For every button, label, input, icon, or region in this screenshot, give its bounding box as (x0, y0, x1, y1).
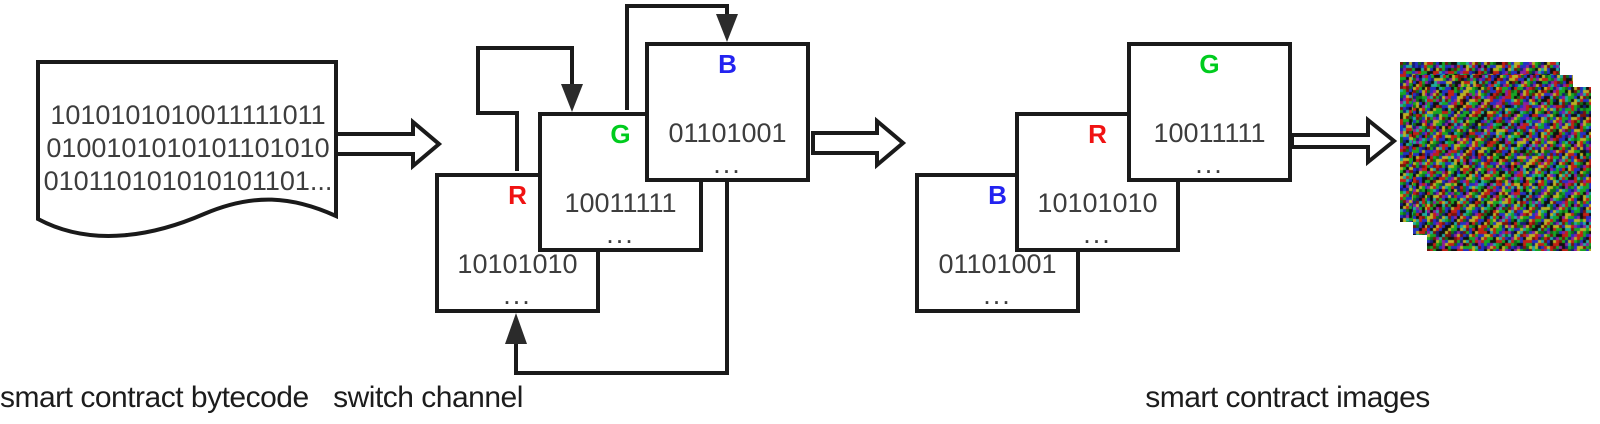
ellipsis: ... (606, 219, 635, 249)
bytecode-line: 0100101010101101010 (46, 133, 330, 163)
channel-binary-g: 10011111 (1153, 118, 1266, 148)
loop-line-b-to-r (514, 181, 729, 375)
bytecode-text-block: 1010101010011111011 0100101010101101010 … (40, 99, 336, 198)
channel-box-middle-b: B 01101001 ... (645, 42, 810, 182)
ellipsis: ... (1195, 149, 1224, 179)
channel-box-switched-g: G 10011111 ... (1127, 42, 1292, 182)
bytecode-line: 010110101010101101... (43, 166, 333, 196)
channel-binary-b: 01101001 (668, 118, 787, 148)
flow-arrow-bytecode-to-channels (334, 117, 443, 171)
bytecode-document-shape (36, 60, 338, 238)
ellipsis: ... (983, 280, 1012, 310)
loop-arrowhead-r-to-g (561, 84, 583, 112)
channel-label-b: B (988, 180, 1007, 210)
channel-label-g: G (1199, 49, 1220, 79)
loop-line-r-to-g (476, 46, 574, 171)
caption-smart-contract-bytecode: smart contract bytecode (0, 381, 309, 414)
channel-label-r: R (508, 180, 527, 210)
channel-binary-r: 10101010 (1037, 188, 1158, 218)
caption-switch-channel: switch channel (333, 381, 523, 414)
loop-arrowhead-b-to-r (505, 313, 527, 344)
flow-arrow-channels-to-switched (811, 116, 907, 170)
contract-image-front (1427, 87, 1591, 251)
ellipsis: ... (713, 149, 742, 179)
loop-arrowhead-g-to-b (716, 14, 738, 42)
ellipsis: ... (1083, 219, 1112, 249)
channel-label-b: B (718, 49, 737, 79)
bytecode-line: 1010101010011111011 (50, 100, 326, 130)
channel-binary-b: 01101001 (938, 249, 1057, 279)
channel-binary-r: 10101010 (457, 249, 578, 279)
channel-binary-g: 10011111 (564, 188, 677, 218)
loop-line-g-to-b (625, 4, 729, 110)
caption-smart-contract-images: smart contract images (1145, 381, 1430, 414)
channel-label-g: G (610, 119, 631, 149)
flow-arrow-switched-to-images (1290, 115, 1398, 167)
ellipsis: ... (503, 280, 532, 310)
channel-label-r: R (1088, 119, 1107, 149)
